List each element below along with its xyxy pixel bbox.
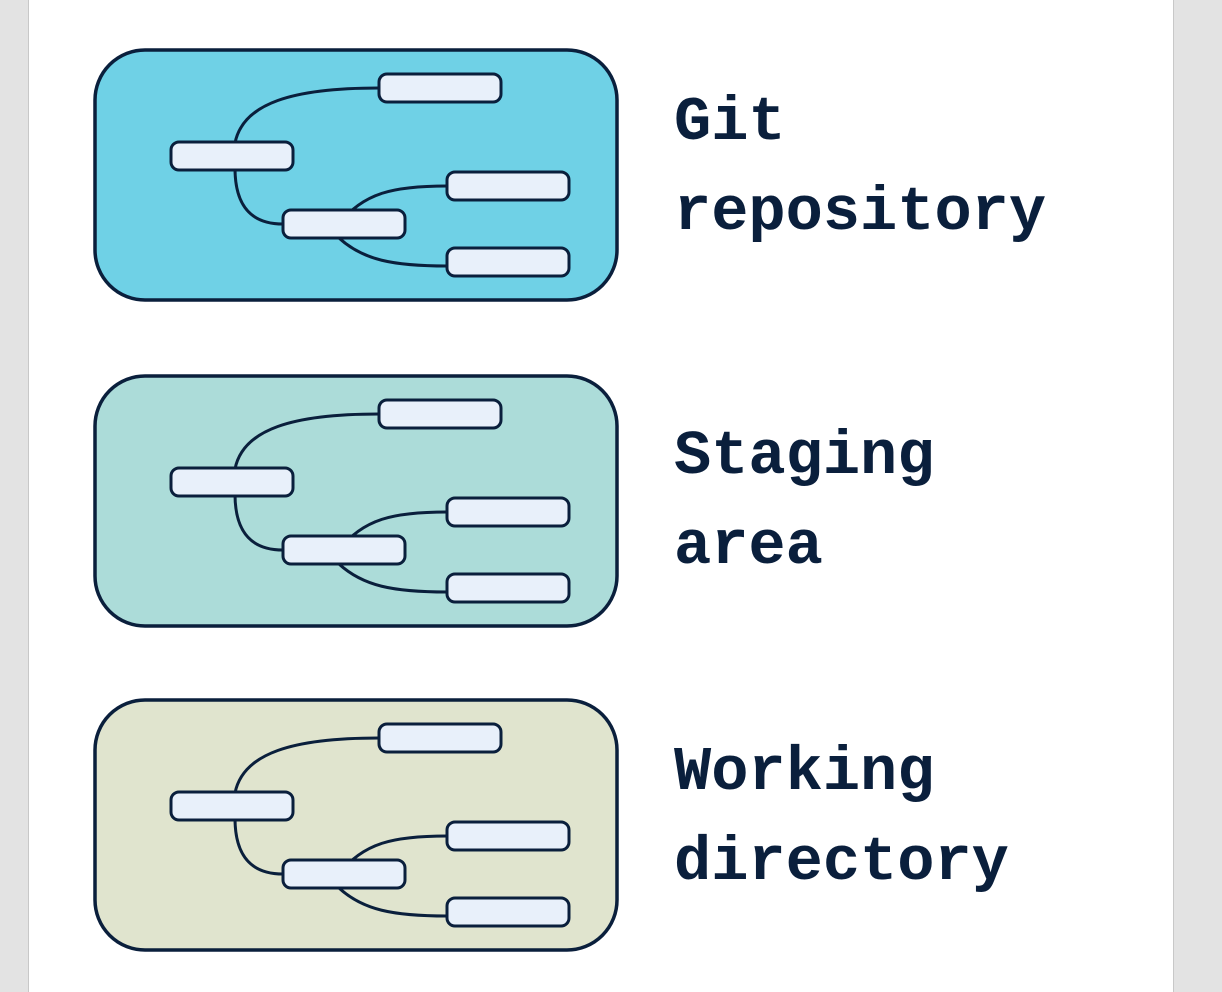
branching-tree-icon bbox=[93, 374, 619, 628]
legend-item-working-directory: Working directory bbox=[29, 698, 1175, 958]
legend-label-git-repository: Git repository bbox=[674, 87, 1047, 248]
legend-label-staging-area: Staging area bbox=[674, 421, 935, 582]
branching-tree-icon bbox=[93, 698, 619, 952]
legend-panel: Git repository Staging area bbox=[28, 0, 1174, 992]
branching-tree-icon bbox=[93, 48, 619, 302]
legend-item-git-repository: Git repository bbox=[29, 48, 1175, 308]
legend-item-staging-area: Staging area bbox=[29, 374, 1175, 634]
legend-label-working-directory: Working directory bbox=[674, 737, 1009, 898]
